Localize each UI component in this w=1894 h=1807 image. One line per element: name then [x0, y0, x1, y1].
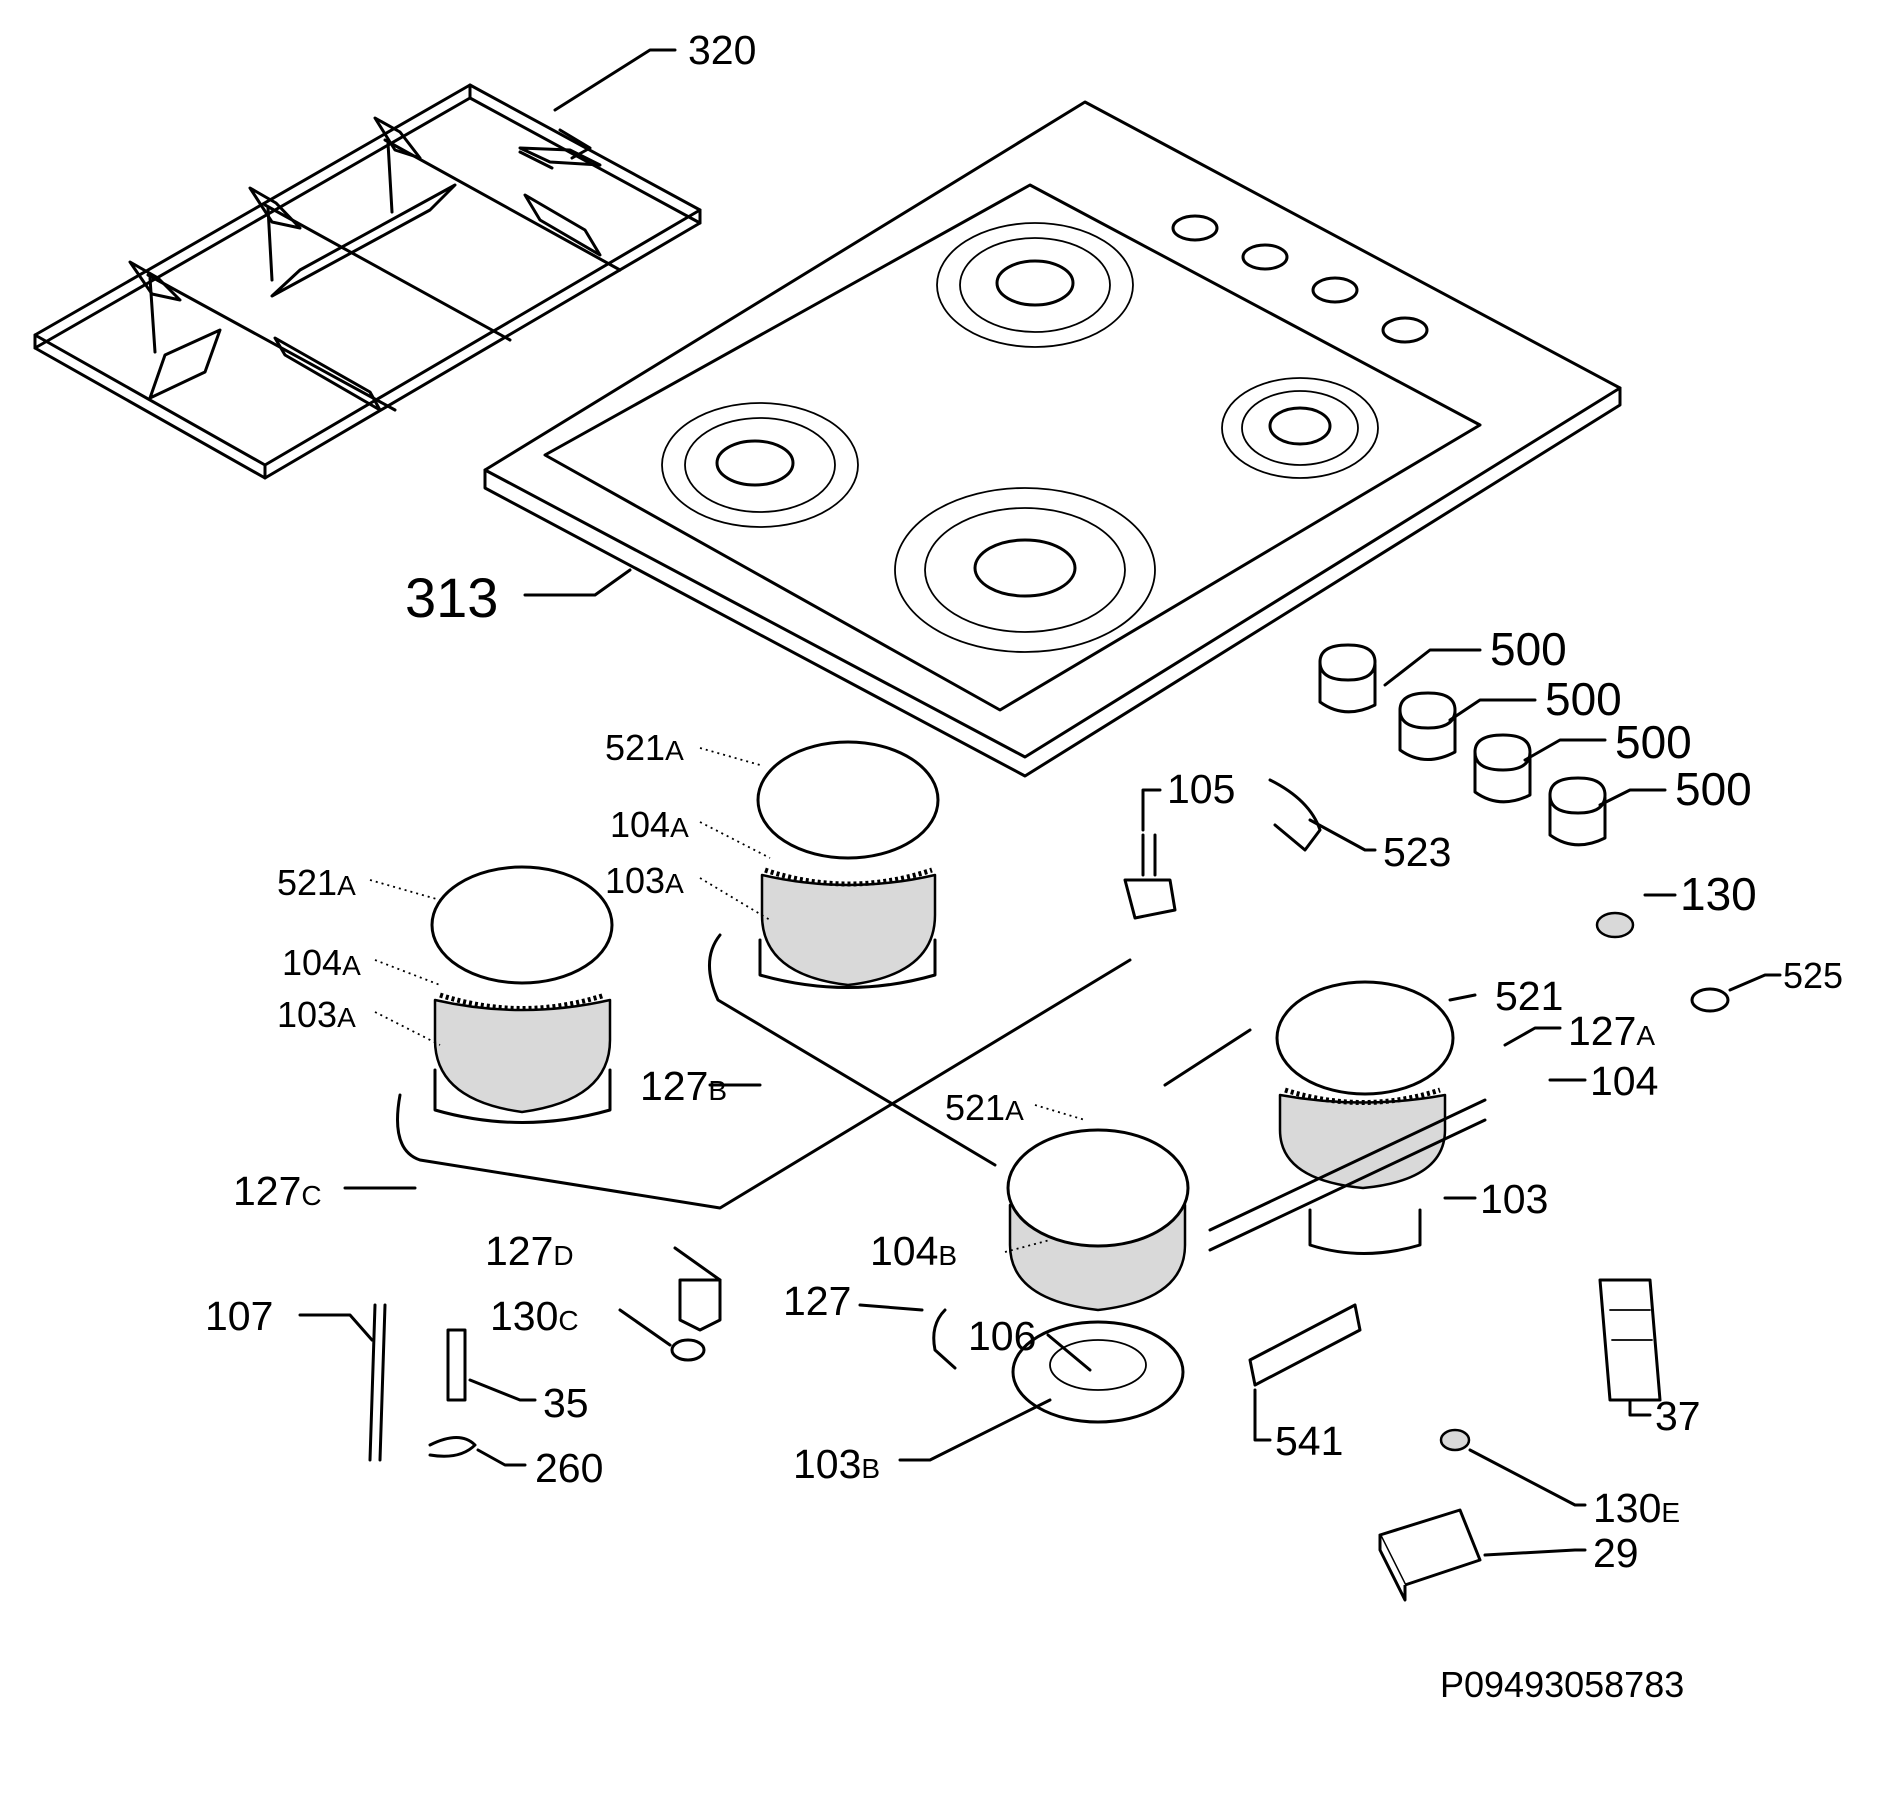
knob-3 [1473, 733, 1532, 804]
thermocouple [368, 1303, 387, 1462]
terminal-block [1598, 1278, 1662, 1402]
part-labels: 320 313 500 500 500 500 521A 104A 103A 1… [205, 27, 1843, 1576]
knob-2 [1398, 691, 1457, 761]
gas-valve [1123, 833, 1177, 920]
part-label: 521A [605, 727, 684, 768]
part-label: 500 [1490, 623, 1567, 675]
part-label: 127D [485, 1228, 574, 1274]
part-label: 130C [490, 1293, 579, 1339]
part-label: 521 [1495, 973, 1563, 1019]
part-label: 29 [1593, 1530, 1639, 1576]
knob-4 [1548, 776, 1607, 847]
part-label: 35 [543, 1380, 589, 1426]
part-label: 107 [205, 1293, 273, 1339]
burner-assembly-right [1275, 980, 1455, 1255]
hob-top-plate [483, 100, 1622, 778]
bracket [1268, 778, 1322, 852]
part-label: 104B [870, 1228, 957, 1274]
clip-260 [428, 1436, 477, 1458]
part-label: 500 [1615, 716, 1692, 768]
part-label: 103A [277, 994, 356, 1035]
elbow-fitting [678, 1278, 722, 1332]
ignition-switch [1248, 1303, 1362, 1387]
part-label: 523 [1383, 829, 1451, 875]
part-label: 127 [783, 1278, 851, 1324]
part-label: 104A [610, 804, 689, 845]
part-label: 103B [793, 1441, 880, 1487]
burner-assembly-center [1006, 1128, 1190, 1424]
part-label: 105 [1167, 766, 1235, 812]
part-label: 103A [605, 860, 684, 901]
part-label: 127C [233, 1168, 322, 1214]
part-label: 320 [688, 27, 756, 73]
part-label: 104 [1590, 1058, 1658, 1104]
part-label: 500 [1545, 673, 1622, 725]
part-label: 106 [968, 1313, 1036, 1359]
part-label: 103 [1480, 1176, 1548, 1222]
burner-assembly-rear-left [756, 740, 940, 989]
part-label: 127A [1568, 1008, 1655, 1054]
part-label: 130E [1593, 1485, 1680, 1531]
part-label: 313 [405, 566, 498, 629]
pan-support-grid [33, 83, 702, 480]
part-label: 127B [640, 1063, 727, 1109]
electrode [446, 1328, 467, 1402]
part-label: 130 [1680, 868, 1757, 920]
part-label: 521A [277, 862, 356, 903]
part-label: 521A [945, 1087, 1024, 1128]
control-knobs [1318, 643, 1607, 847]
drawing-number: P09493058783 [1440, 1664, 1684, 1705]
part-label: 260 [535, 1445, 603, 1491]
part-label: 500 [1675, 763, 1752, 815]
knob-1 [1318, 643, 1377, 714]
gas-tubes [396, 933, 1487, 1370]
burner-assembly-left [430, 865, 614, 1124]
part-label: 525 [1783, 955, 1843, 996]
part-label: 541 [1275, 1418, 1343, 1464]
grommet-130 [1595, 911, 1635, 939]
washer-525 [1690, 987, 1730, 1013]
leader-lines [298, 48, 1782, 1557]
part-label: 37 [1655, 1393, 1701, 1439]
grommet-130e [1439, 1428, 1471, 1452]
spark-generator [1378, 1508, 1482, 1602]
part-label: 104A [282, 942, 361, 983]
washer-130c [670, 1338, 706, 1362]
